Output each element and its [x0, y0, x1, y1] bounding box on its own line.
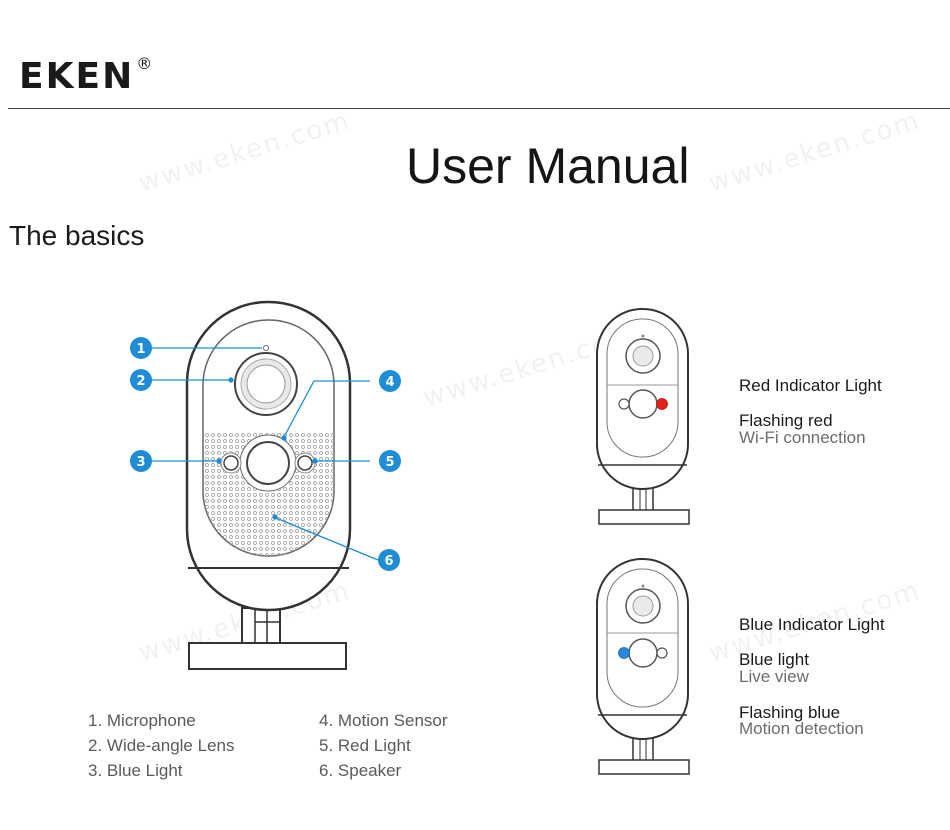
- callout-number: 6: [384, 554, 393, 569]
- legend-right: 4. Motion Sensor 5. Red Light 6. Speaker: [319, 708, 448, 783]
- camera-lens: [234, 352, 298, 416]
- camera-stand: [188, 607, 347, 670]
- blue-indicator-meaning: Motion detection: [739, 719, 864, 738]
- callout-dot-6: [272, 514, 278, 520]
- callout-badge-4: 4: [379, 370, 401, 392]
- motion-sensor: [246, 441, 290, 485]
- callout-number: 5: [385, 455, 394, 470]
- callout-dot-4: [281, 435, 287, 441]
- red-indicator-state: Flashing red: [739, 411, 833, 430]
- camera-blue-indicator: [596, 558, 690, 775]
- red-indicator-title: Red Indicator Light: [739, 376, 882, 395]
- blue-indicator-led: [618, 647, 630, 659]
- header-divider: [8, 108, 950, 109]
- legend-item: 4. Motion Sensor: [319, 711, 448, 730]
- registered-mark: ®: [136, 54, 155, 73]
- red-indicator-meaning: Wi-Fi connection: [739, 428, 866, 447]
- legend-item: 5. Red Light: [319, 736, 411, 755]
- legend-item: 3. Blue Light: [88, 761, 183, 780]
- legend-item: 2. Wide-angle Lens: [88, 736, 235, 755]
- camera-diagram: 1 2 3 4 5 6: [130, 300, 401, 670]
- legend-left: 1. Microphone 2. Wide-angle Lens 3. Blue…: [88, 708, 234, 783]
- blue-light: [223, 455, 239, 471]
- callout-number: 3: [136, 455, 145, 470]
- page-title: User Manual: [406, 138, 690, 194]
- blue-indicator-title: Blue Indicator Light: [739, 615, 885, 634]
- callout-badge-5: 5: [379, 450, 401, 472]
- microphone-hole: [263, 345, 269, 351]
- brand-logo: EKEN®: [19, 50, 154, 97]
- callout-badge-2: 2: [130, 369, 152, 391]
- watermark-text: www.eken.com: [705, 105, 925, 199]
- camera-red-indicator: [596, 308, 690, 525]
- legend-item: 6. Speaker: [319, 761, 402, 780]
- callout-number: 1: [136, 342, 145, 357]
- callout-number: 2: [136, 374, 145, 389]
- callout-line-6: [275, 517, 379, 561]
- callout-dot-3: [216, 458, 222, 464]
- callout-badge-3: 3: [130, 450, 152, 472]
- callout-badge-1: 1: [130, 337, 152, 359]
- red-light: [297, 455, 313, 471]
- brand-name: EKEN: [19, 56, 135, 97]
- watermark-text: www.eken.com: [135, 105, 355, 199]
- callout-dot-2: [228, 377, 234, 383]
- blue-indicator-state: Flashing blue: [739, 703, 841, 722]
- callout-line-4b: [283, 380, 315, 438]
- legend-item: 1. Microphone: [88, 711, 196, 730]
- callout-number: 4: [385, 375, 394, 390]
- callout-dot-5: [312, 458, 318, 464]
- blue-indicator-state: Blue light: [739, 650, 809, 669]
- blue-indicator-meaning: Live view: [739, 667, 809, 686]
- red-indicator-led: [656, 398, 668, 410]
- callout-badge-6: 6: [378, 549, 400, 571]
- section-title: The basics: [9, 220, 145, 251]
